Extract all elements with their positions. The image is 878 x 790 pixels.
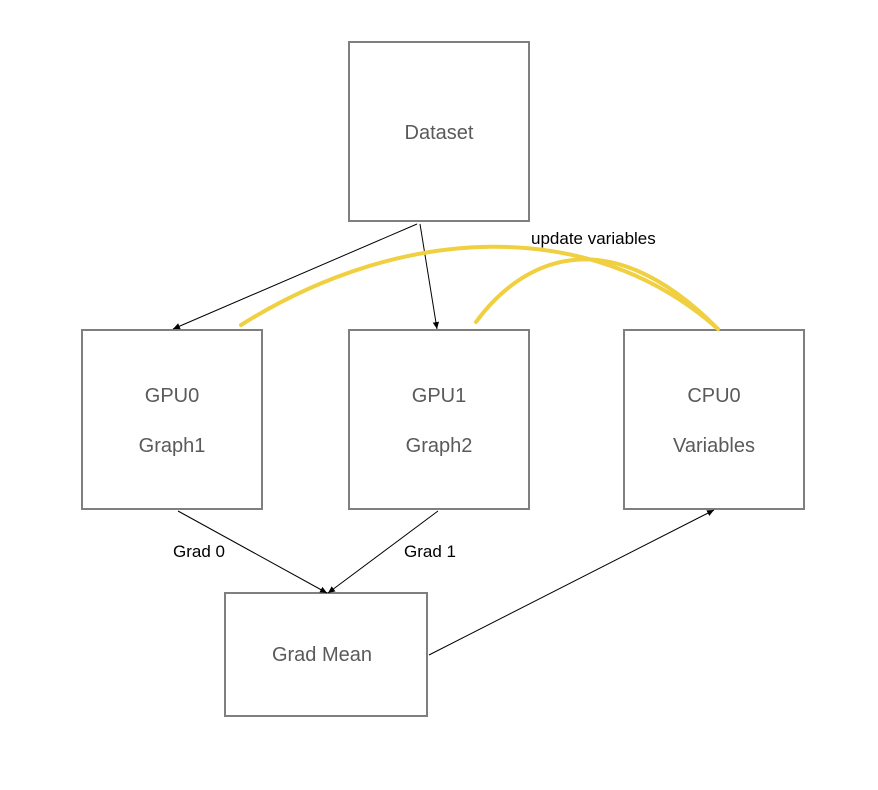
gpu1-device-label: GPU1 <box>412 385 466 407</box>
grad-mean-node: Grad Mean <box>224 592 428 717</box>
arrow-dataset-to-gpu0 <box>172 223 418 330</box>
gpu0-device-label: GPU0 <box>145 385 199 407</box>
update-variables-label: update variables <box>531 229 656 248</box>
dataset-node: Dataset <box>348 41 530 222</box>
gpu1-node: GPU1 Graph2 <box>348 329 530 510</box>
sync-curve-cpu0-gpu1 <box>474 257 720 331</box>
grad0-label: Grad 0 <box>173 542 225 561</box>
cpu0-node: CPU0 Variables <box>623 329 805 510</box>
cpu0-variables-label: Variables <box>673 435 755 457</box>
cpu0-device-label: CPU0 <box>687 385 740 407</box>
arrow-gpu0-to-grad-mean <box>177 510 328 594</box>
gpu0-node: GPU0 Graph1 <box>81 329 263 510</box>
arrow-dataset-to-gpu1 <box>419 223 440 330</box>
dataset-label: Dataset <box>405 122 474 144</box>
gpu1-graph-label: Graph2 <box>406 435 473 457</box>
gpu0-graph-label: Graph1 <box>139 435 206 457</box>
grad1-label: Grad 1 <box>404 542 456 561</box>
arrow-grad-mean-to-cpu0 <box>428 509 715 656</box>
arrow-gpu1-to-grad-mean <box>327 510 439 594</box>
grad-mean-label: Grad Mean <box>272 644 372 666</box>
sync-curve-cpu0-gpu0 <box>239 244 720 331</box>
